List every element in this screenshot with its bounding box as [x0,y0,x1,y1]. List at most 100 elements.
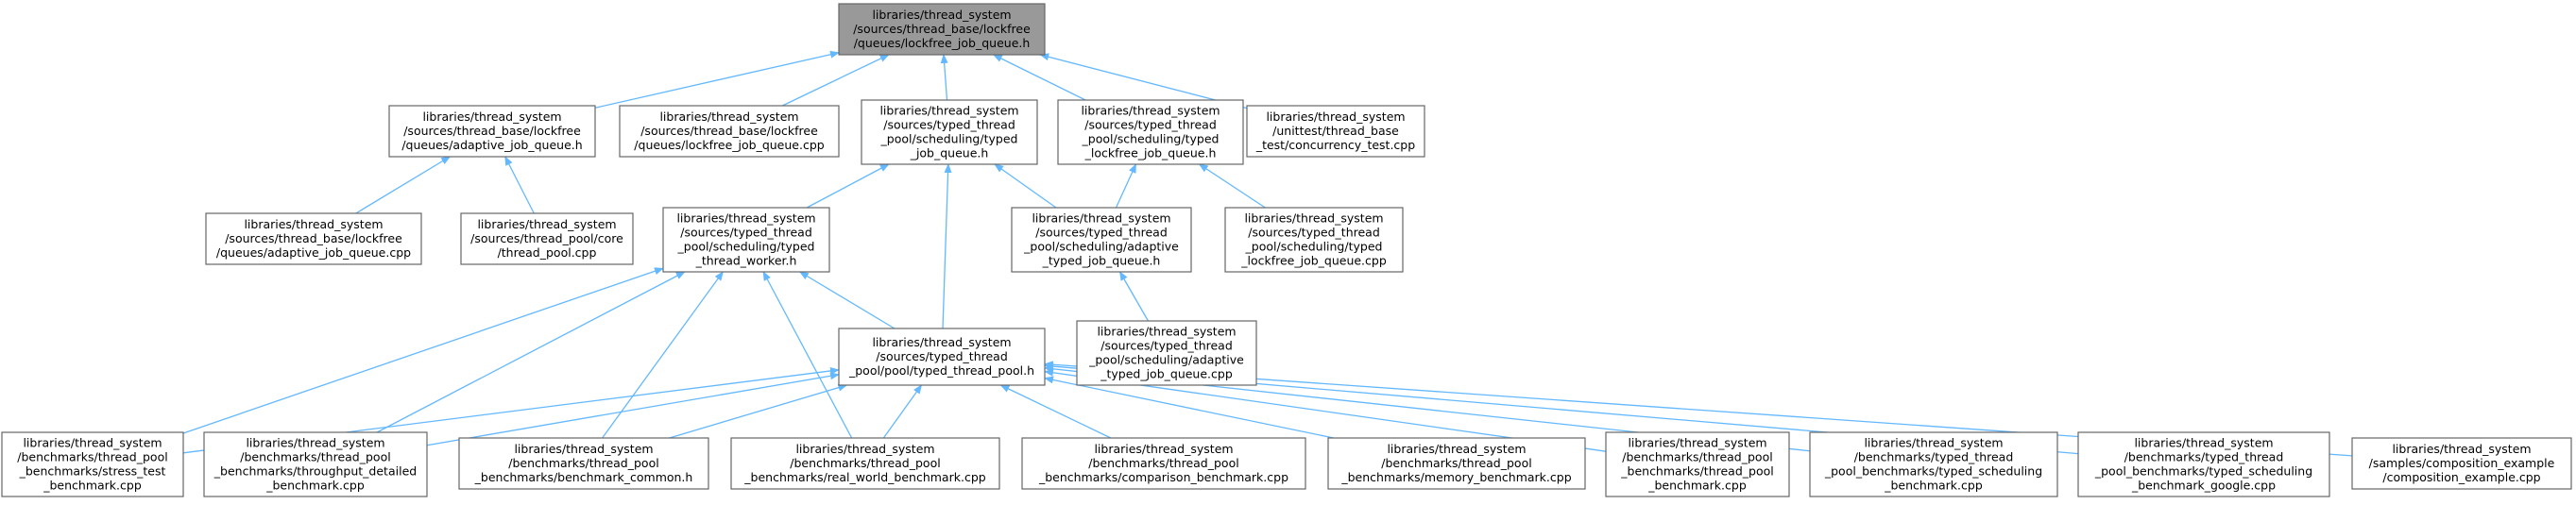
node-adaptive-h[interactable]: libraries/thread_system/sources/thread_b… [388,105,596,158]
edge-line [1118,271,1150,322]
node-typed-lockfree-h[interactable]: libraries/thread_system/sources/typed_th… [1057,99,1244,165]
node-label-line: libraries/thread_system [1266,109,1405,124]
edge-line [504,156,535,214]
node-comparison[interactable]: libraries/thread_system/benchmarks/threa… [1021,437,1306,490]
node-label-line: /sources/typed_thread [1035,226,1168,240]
node-box[interactable] [1076,320,1257,386]
node-benchmark-common[interactable]: libraries/thread_system/benchmarks/threa… [458,437,709,490]
node-box[interactable] [1057,99,1244,165]
edge-throughput_detailed-to-typed_worker_h [376,271,686,433]
node-label-line: libraries/thread_system [676,211,815,226]
edge-typed_thread_pool_h-to-typed_worker_h [798,271,896,329]
node-label-line: /sources/typed_thread [1084,118,1217,132]
node-label-line: libraries/thread_system [872,335,1011,349]
node-typed-worker-h[interactable]: libraries/thread_system/sources/typed_th… [662,207,830,273]
node-typed-lockfree-cpp[interactable]: libraries/thread_system/sources/typed_th… [1224,207,1404,273]
node-stress-test[interactable]: libraries/thread_system/benchmarks/threa… [1,431,184,497]
edge-real_world-to-typed_thread_pool_h [882,384,923,439]
node-box[interactable] [1224,207,1404,273]
edge-line [376,271,686,433]
node-box[interactable] [1327,437,1586,490]
node-label-line: libraries/thread_system [795,442,934,456]
node-adaptive-typed-h[interactable]: libraries/thread_system/sources/typed_th… [1011,207,1192,273]
node-label-line: libraries/thread_system [477,217,616,231]
node-box[interactable] [1246,105,1425,158]
node-label-line: libraries/thread_system [1032,211,1170,226]
node-thread-pool-benchmark[interactable]: libraries/thread_system/benchmarks/threa… [1605,431,1790,497]
node-label-line: _benchmark.cpp [265,479,365,493]
node-box[interactable] [619,105,840,158]
node-throughput-detailed[interactable]: libraries/thread_system/benchmarks/threa… [203,431,428,497]
node-label-line: libraries/thread_system [2134,436,2273,450]
node-box[interactable] [662,207,830,273]
node-box[interactable] [838,3,1046,56]
edge-adaptive_typed_cpp-to-adaptive_typed_h [1118,271,1150,322]
edge-line [1044,376,1334,439]
node-label-line: _pool/scheduling/typed [677,240,815,254]
node-adaptive-typed-cpp[interactable]: libraries/thread_system/sources/typed_th… [1076,320,1257,386]
node-box[interactable] [205,212,422,265]
node-typed-scheduling-google[interactable]: libraries/thread_system/benchmarks/typed… [2077,431,2330,497]
node-box[interactable] [1605,431,1790,497]
node-typed-thread-pool-h[interactable]: libraries/thread_system/sources/typed_th… [838,328,1046,386]
node-lockfree-cpp[interactable]: libraries/thread_system/sources/thread_b… [619,105,840,158]
node-label-line: _pool/scheduling/adaptive [1088,353,1244,367]
node-memory[interactable]: libraries/thread_system/benchmarks/threa… [1327,437,1586,490]
node-box[interactable] [203,431,428,497]
node-box[interactable] [838,328,1046,386]
node-box[interactable] [1021,437,1306,490]
edge-typed_worker_h-to-typed_job_queue_h [806,163,890,209]
node-label-line: _benchmarks/benchmark_common.h [474,470,693,484]
edge-line [994,163,1057,209]
node-label-line: libraries/thread_system [2392,442,2531,456]
edge-line [798,271,896,329]
node-box[interactable] [730,437,1000,490]
node-label-line: libraries/thread_system [23,436,162,450]
node-label-line: libraries/thread_system [246,436,384,450]
node-label-line: /sources/thread_base/lockfree [403,124,581,138]
edge-stress_test-to-typed_worker_h [182,267,664,434]
node-label-line: /queues/lockfree_job_queue.cpp [634,138,824,152]
node-adaptive-cpp[interactable]: libraries/thread_system/sources/thread_b… [205,212,422,265]
edge-line [942,163,952,329]
node-label-line: /sources/typed_thread [876,349,1008,363]
node-box[interactable] [2351,437,2572,490]
node-box[interactable] [460,212,634,265]
node-box[interactable] [1809,431,2058,497]
node-label-line: /unittest/thread_base [1272,124,1399,138]
node-label-line: /sources/thread_base/lockfree [640,124,818,138]
node-box[interactable] [388,105,596,158]
node-label-line: libraries/thread_system [244,217,383,231]
node-root[interactable]: libraries/thread_system/sources/thread_b… [838,3,1046,56]
node-label-line: /benchmarks/typed_thread [2124,450,2284,464]
edge-line [426,372,840,446]
node-real-world[interactable]: libraries/thread_system/benchmarks/threa… [730,437,1000,490]
node-box[interactable] [458,437,709,490]
node-box[interactable] [861,99,1038,165]
node-concurrency-test[interactable]: libraries/thread_system/unittest/thread_… [1246,105,1425,158]
node-label-line: _lockfree_job_queue.cpp [1240,254,1387,268]
node-thread-pool-cpp[interactable]: libraries/thread_system/sources/thread_p… [460,212,634,265]
node-box[interactable] [1,431,184,497]
edge-real_world-to-typed_worker_h [762,271,853,439]
edge-typed_lockfree_cpp-to-typed_lockfree_h [1198,163,1266,209]
node-box[interactable] [2077,431,2330,497]
node-label-line: /sources/typed_thread [1100,339,1233,353]
edge-adaptive_h-to-root [594,50,840,109]
edge-line [781,54,890,107]
node-composition-example[interactable]: libraries/thread_system/samples/composit… [2351,437,2572,490]
node-typed-job-queue-h[interactable]: libraries/thread_system/sources/typed_th… [861,99,1038,165]
node-label-line: /sources/typed_thread [883,118,1015,132]
edge-concurrency_test-to-root [1039,53,1248,109]
edge-line [940,54,948,101]
node-label-line: libraries/thread_system [422,109,561,124]
edge-line [602,271,724,439]
node-typed-scheduling[interactable]: libraries/thread_system/benchmarks/typed… [1809,431,2058,497]
node-label-line: libraries/thread_system [872,8,1011,22]
node-box[interactable] [1011,207,1192,273]
node-label-line: libraries/thread_system [659,109,798,124]
edge-adaptive_cpp-to-adaptive_h [355,156,452,214]
node-label-line: _typed_job_queue.cpp [1100,367,1233,381]
node-label-line: /queues/lockfree_job_queue.h [854,36,1031,50]
